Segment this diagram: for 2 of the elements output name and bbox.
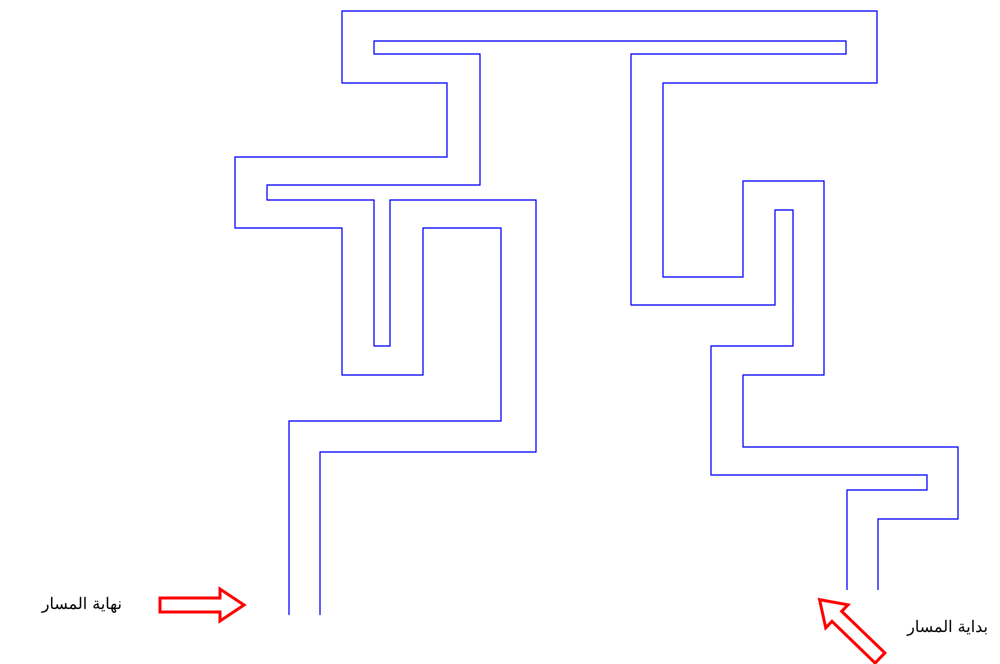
text-label: نهاية المسار — [42, 594, 122, 614]
text-label: بداية المسار — [907, 617, 988, 637]
